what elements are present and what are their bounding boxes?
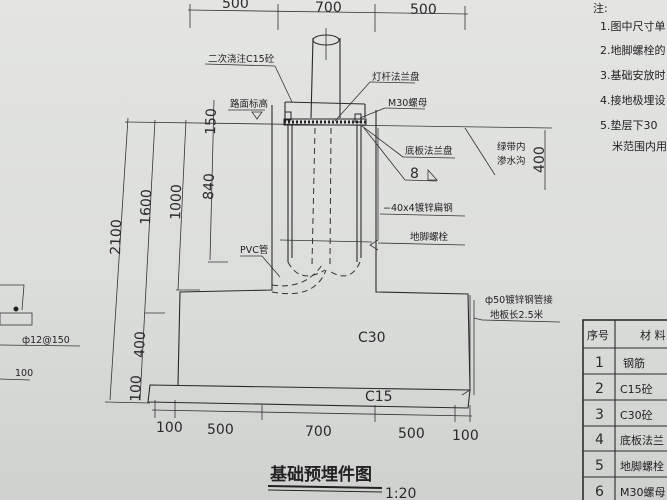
row-no: 6 bbox=[595, 484, 604, 500]
label-pipe-1: ф50镀锌钢管接 bbox=[485, 294, 553, 306]
bottom-dimensions: 100 500 700 500 100 bbox=[151, 400, 479, 444]
dim-bottom-5: 100 bbox=[452, 428, 479, 444]
label-flat-steel: −40x4镀锌扁钢 bbox=[383, 202, 453, 214]
title-text: 基础预埋件图 bbox=[269, 464, 372, 485]
table-header-no: 序号 bbox=[587, 328, 609, 342]
dim-100: 100 bbox=[128, 375, 145, 402]
dim-bottom-2: 500 bbox=[207, 422, 234, 438]
foundation-outline bbox=[124, 101, 553, 409]
dim-right-400: 400 bbox=[532, 146, 548, 173]
notes-heading: 注: bbox=[593, 1, 608, 15]
row-material: 底板法兰 bbox=[620, 433, 664, 447]
notes: 注: 1.图中尺寸单 2.地脚螺栓的 3.基础安放时 4.接地极埋设 5.垫层下… bbox=[593, 1, 667, 153]
left-rebar-detail: ф12@150 100 bbox=[0, 284, 81, 381]
dim-1600: 1600 bbox=[138, 189, 155, 225]
left-dimensions: 2100 1600 1000 840 150 400 100 bbox=[104, 99, 228, 404]
dim-bottom-3: 700 bbox=[305, 424, 332, 440]
label-road-level: 路面标高 bbox=[230, 98, 268, 110]
label-pipe-2: 地板长2.5米 bbox=[490, 309, 544, 321]
drawing-title: 基础预埋件图 1:20 bbox=[267, 464, 416, 500]
top-dimensions: 500 700 500 bbox=[187, 0, 469, 32]
dim-top-left: 500 bbox=[222, 0, 249, 12]
label-drain-2: 渗水沟 bbox=[497, 155, 526, 167]
label-rebar: ф12@150 bbox=[22, 335, 70, 346]
row-material: C15砼 bbox=[620, 383, 653, 396]
dim-bottom-1: 100 bbox=[156, 420, 183, 436]
row-no: 3 bbox=[595, 407, 604, 423]
label-weld: 8 bbox=[410, 166, 419, 182]
scale-text: 1:20 bbox=[385, 486, 416, 500]
dim-2100: 2100 bbox=[108, 219, 125, 255]
row-no: 5 bbox=[595, 458, 604, 474]
row-no: 1 bbox=[595, 355, 604, 371]
label-anchor-bolt: 地脚螺栓 bbox=[410, 231, 449, 243]
dim-150: 150 bbox=[203, 108, 220, 135]
table-header-material: 材 料 bbox=[640, 328, 666, 342]
row-no: 4 bbox=[595, 432, 604, 448]
dim-1000: 1000 bbox=[168, 184, 185, 220]
materials-table: 序号 材 料 1 钢筋 2 C15砼 3 C30砼 4 底板法兰 5 地脚螺栓 6 M30螺… bbox=[582, 319, 667, 500]
row-material: 钢筋 bbox=[623, 356, 645, 370]
label-pole-flange: 灯杆法兰盘 bbox=[372, 71, 420, 83]
flange-and-bolts bbox=[271, 111, 373, 295]
label-c30: C30 bbox=[358, 330, 386, 346]
table-row: 6 M30螺母 bbox=[595, 484, 666, 500]
note-4: 4.接地极埋设 bbox=[600, 93, 666, 107]
label-pvc: PVC管 bbox=[240, 244, 268, 256]
label-drain-1: 绿带内 bbox=[497, 141, 526, 153]
dim-400: 400 bbox=[132, 331, 149, 358]
dim-top-right: 500 bbox=[410, 2, 437, 18]
note-5: 5.垫层下30 bbox=[600, 118, 658, 132]
table-row: 5 地脚螺栓 bbox=[595, 458, 664, 474]
row-material: 地脚螺栓 bbox=[620, 459, 664, 473]
row-material: M30螺母 bbox=[620, 486, 666, 499]
note-3: 3.基础安放时 bbox=[600, 68, 666, 82]
row-no: 2 bbox=[595, 381, 604, 397]
dim-top-center: 700 bbox=[315, 0, 342, 16]
row-material: C30砼 bbox=[620, 409, 653, 422]
table-row: 2 C15砼 bbox=[595, 381, 653, 397]
note-1: 1.图中尺寸单 bbox=[600, 19, 666, 33]
dim-bottom-4: 500 bbox=[398, 426, 425, 442]
table-row: 3 C30砼 bbox=[595, 407, 653, 423]
light-pole bbox=[310, 28, 341, 266]
label-nut: M30螺母 bbox=[388, 98, 427, 109]
table-row: 1 钢筋 bbox=[595, 355, 645, 371]
table-row: 4 底板法兰 bbox=[595, 432, 664, 448]
label-c15: C15 bbox=[365, 389, 393, 405]
dim-left-detail: 100 bbox=[15, 368, 33, 379]
note-5-cont: 米范围内用 bbox=[612, 139, 667, 153]
label-secondary-pour: 二次浇注C15砼 bbox=[208, 53, 275, 65]
dim-840: 840 bbox=[201, 173, 218, 200]
callouts: 二次浇注C15砼 灯杆法兰盘 M30螺母 路面标高 底板法兰盘 8 −40x4镀… bbox=[204, 53, 561, 405]
note-2: 2.地脚螺栓的 bbox=[600, 43, 666, 57]
label-base-flange: 底板法兰盘 bbox=[405, 145, 453, 157]
